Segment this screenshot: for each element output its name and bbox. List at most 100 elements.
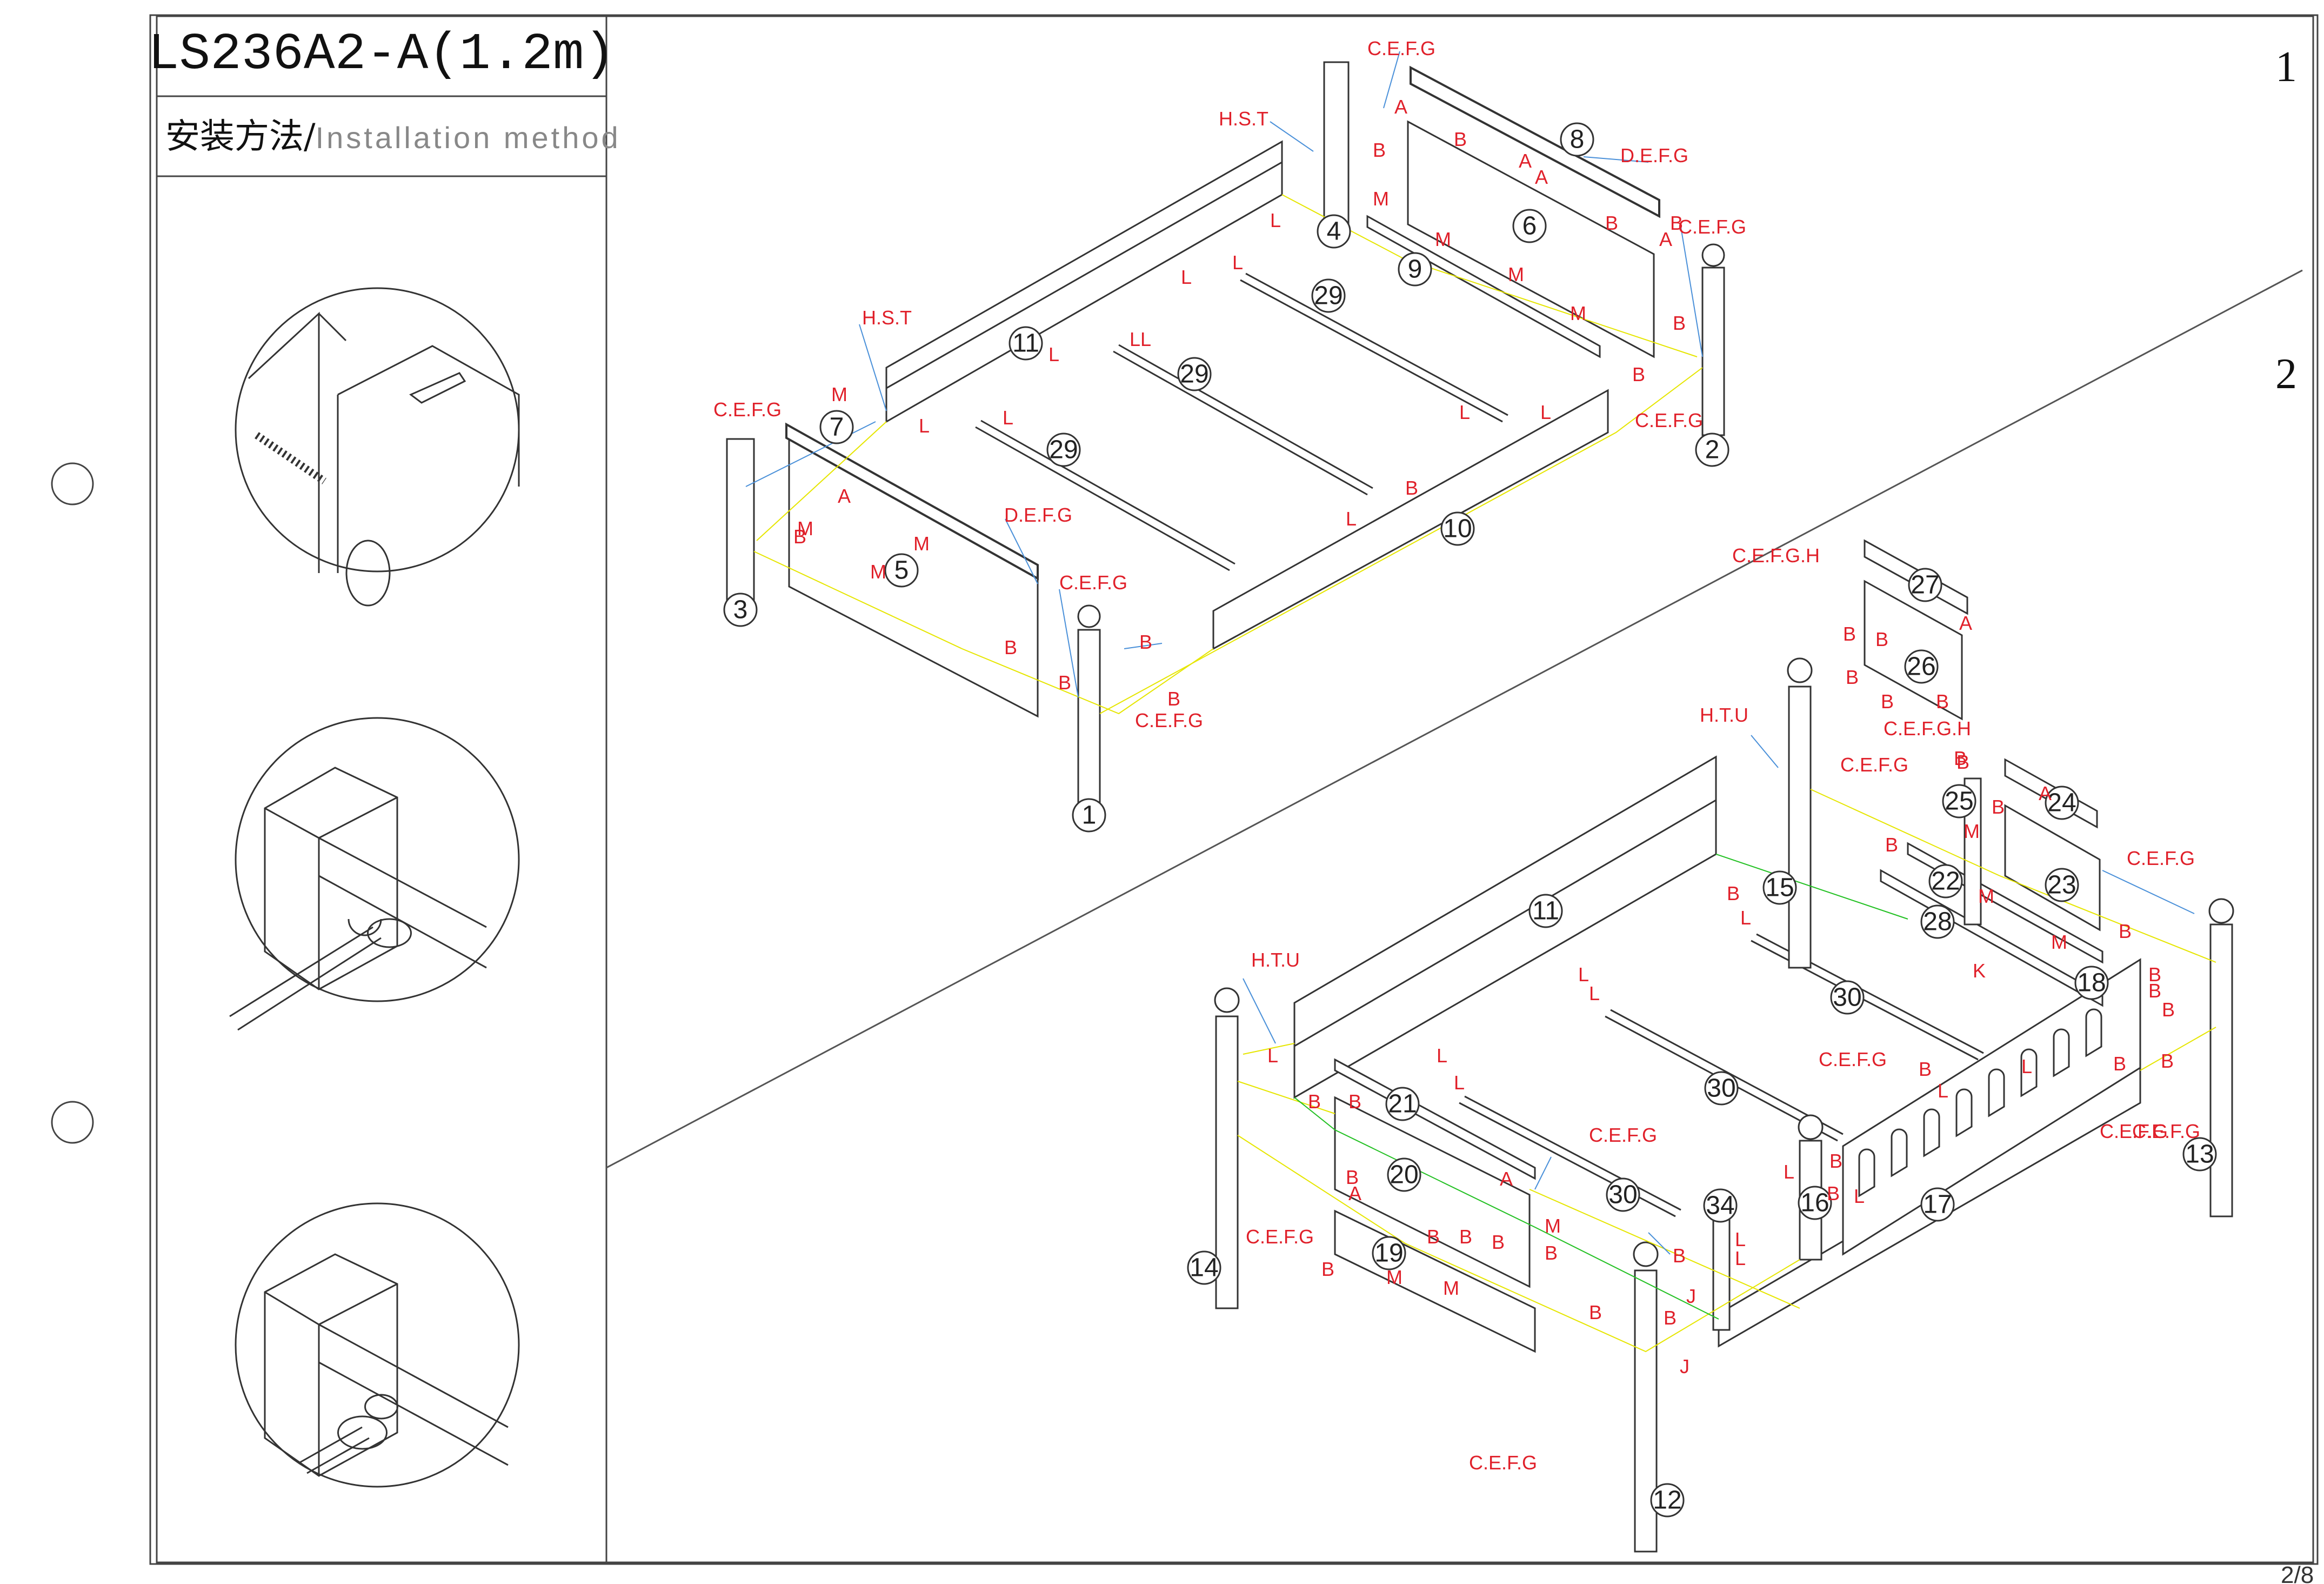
- step2-part-circle: [2074, 966, 2109, 1000]
- step2-hardware-label: A: [2039, 782, 2052, 804]
- step2-part-number: 12: [1653, 1486, 1681, 1515]
- step2-hardware-label: L: [1784, 1161, 1794, 1183]
- step2-part-number: 23: [2047, 871, 2076, 900]
- detail-cam-lock: [235, 1202, 520, 1488]
- step2-hardware-label: B: [1827, 1182, 1840, 1204]
- step1-hardware-label: D.E.F.G: [1620, 144, 1688, 167]
- step2-part-circle: [1762, 870, 1797, 905]
- step1-hardware-label: H.S.T: [1219, 108, 1268, 130]
- step2-part-circle: [1942, 784, 1976, 818]
- step2-part-number: 13: [2185, 1140, 2214, 1169]
- step1-hardware-label: M: [831, 383, 847, 405]
- step2-part-circle: [1704, 1071, 1739, 1106]
- step1-part-number: 7: [830, 413, 844, 442]
- step1-hardware-label: B: [793, 525, 806, 548]
- step2-hardware-label: C.E.F.G: [1469, 1452, 1537, 1474]
- step1-hardware-label: M: [1373, 188, 1389, 210]
- step2-hardware-label: B: [1589, 1301, 1602, 1323]
- step2-hardware-label: C.E.F.G: [1840, 754, 1908, 776]
- step1-part-number: 6: [1522, 212, 1537, 241]
- step1-part-number: 29: [1314, 282, 1343, 310]
- step1-hardware-label: M: [870, 561, 886, 583]
- page-number: 2/8: [2281, 1562, 2314, 1584]
- step2-hardware-label: M: [1978, 885, 1994, 907]
- step1-part-circle: [1317, 214, 1351, 249]
- step1-part-number: 29: [1049, 436, 1078, 464]
- step2-hardware-label: B: [1875, 628, 1888, 650]
- step1-hardware-label: B: [1004, 636, 1017, 658]
- step1-part-circle: [819, 410, 854, 444]
- step2-part-circle: [1908, 568, 1942, 602]
- step1-hardware-label: D.E.F.G: [1004, 504, 1072, 526]
- step1-hardware-label: L: [1540, 401, 1551, 423]
- step1-part-circle: [1440, 511, 1475, 546]
- step1-hardware-label: L: [919, 415, 930, 437]
- step-number-1: 1: [2275, 43, 2297, 91]
- step2-part-circle: [1650, 1483, 1685, 1518]
- step1-diagram: [726, 51, 1725, 809]
- step1-part-circle: [1072, 798, 1106, 833]
- step2-hardware-label: J: [1680, 1355, 1689, 1377]
- step2-hardware-label: B: [1348, 1090, 1361, 1113]
- step2-part-circle: [1372, 1236, 1406, 1270]
- step1-hardware-label: A: [1519, 150, 1532, 172]
- step2-part-number: 25: [1945, 787, 1973, 816]
- step2-hardware-label: B: [2148, 980, 2161, 1002]
- step1-hardware-label: H.S.T: [862, 307, 912, 329]
- step2-hardware-label: L: [1740, 907, 1751, 929]
- step2-hardware-label: L: [1735, 1228, 1746, 1250]
- step2-hardware-label: B: [1885, 834, 1898, 856]
- step2-part-circle: [2182, 1137, 2217, 1172]
- step2-part-circle: [1830, 980, 1865, 1015]
- step1-hardware-label: C.E.F.G: [1635, 409, 1703, 431]
- step2-hardware-label: H.T.U: [1700, 704, 1748, 726]
- step2-part-number: 17: [1923, 1190, 1952, 1219]
- step2-part-circle: [1904, 649, 1939, 684]
- step1-hardware-label: L: [1232, 251, 1243, 274]
- step2-hardware-label: B: [2162, 999, 2175, 1021]
- step2-part-number: 22: [1931, 867, 1960, 896]
- step1-hardware-label: M: [1508, 263, 1524, 285]
- step2-part-number: 27: [1911, 571, 1939, 600]
- step1-part-number: 1: [1082, 801, 1097, 830]
- step1-hardware-label: M: [913, 533, 930, 555]
- step2-hardware-label: B: [1492, 1231, 1505, 1253]
- step2-hardware-label: B: [1936, 690, 1949, 713]
- step2-part-number: 19: [1374, 1239, 1403, 1268]
- step1-part-circle: [1046, 432, 1081, 467]
- step2-hardware-label: H.T.U: [1251, 949, 1300, 971]
- step1-hardware-label: B: [1373, 139, 1386, 161]
- step2-part-number: 30: [1707, 1074, 1735, 1103]
- step2-hardware-label: B: [1992, 796, 2005, 818]
- step2-hardware-label: C.E.F.G: [2127, 847, 2195, 869]
- step2-hardware-label: B: [1321, 1258, 1334, 1280]
- step1-part-number: 29: [1180, 360, 1208, 389]
- step2-hardware-label: L: [1267, 1044, 1278, 1067]
- step2-part-circle: [1928, 864, 1963, 899]
- step2-part-number: 20: [1390, 1161, 1418, 1189]
- step1-labels: 1234567891011292929H.S.TC.E.F.GD.E.F.GC.…: [713, 37, 1746, 833]
- step1-hardware-label: A: [1535, 166, 1548, 188]
- step2-hardware-label: M: [2051, 931, 2067, 953]
- step1-part-number: 11: [1012, 329, 1039, 358]
- step1-hardware-label: B: [1605, 212, 1618, 234]
- detail-bolt-tighten: [229, 717, 520, 1031]
- step2-hardware-label: B: [1346, 1166, 1359, 1188]
- step1-hardware-label: C.E.F.G: [1367, 37, 1435, 59]
- step2-hardware-label: C.E.F.G: [2132, 1120, 2200, 1142]
- step1-hardware-label: A: [1394, 96, 1407, 118]
- step2-part-number: 16: [1800, 1189, 1829, 1217]
- step2-hardware-label: C.E.F.G.H: [1732, 544, 1820, 567]
- step2-hardware-label: B: [1829, 1150, 1842, 1172]
- step2-hardware-label: L: [1589, 982, 1600, 1004]
- step1-part-number: 4: [1327, 217, 1341, 246]
- step1-hardware-label: C.E.F.G: [1059, 571, 1127, 594]
- step1-part-number: 10: [1443, 515, 1472, 543]
- page-frame: [149, 14, 2319, 1565]
- step2-part-number: 24: [2047, 789, 2076, 817]
- step2-hardware-label: L: [1854, 1185, 1865, 1207]
- step2-part-circle: [1385, 1087, 1420, 1121]
- step1-part-circle: [1311, 278, 1346, 313]
- detail-screw-insert: [235, 287, 520, 607]
